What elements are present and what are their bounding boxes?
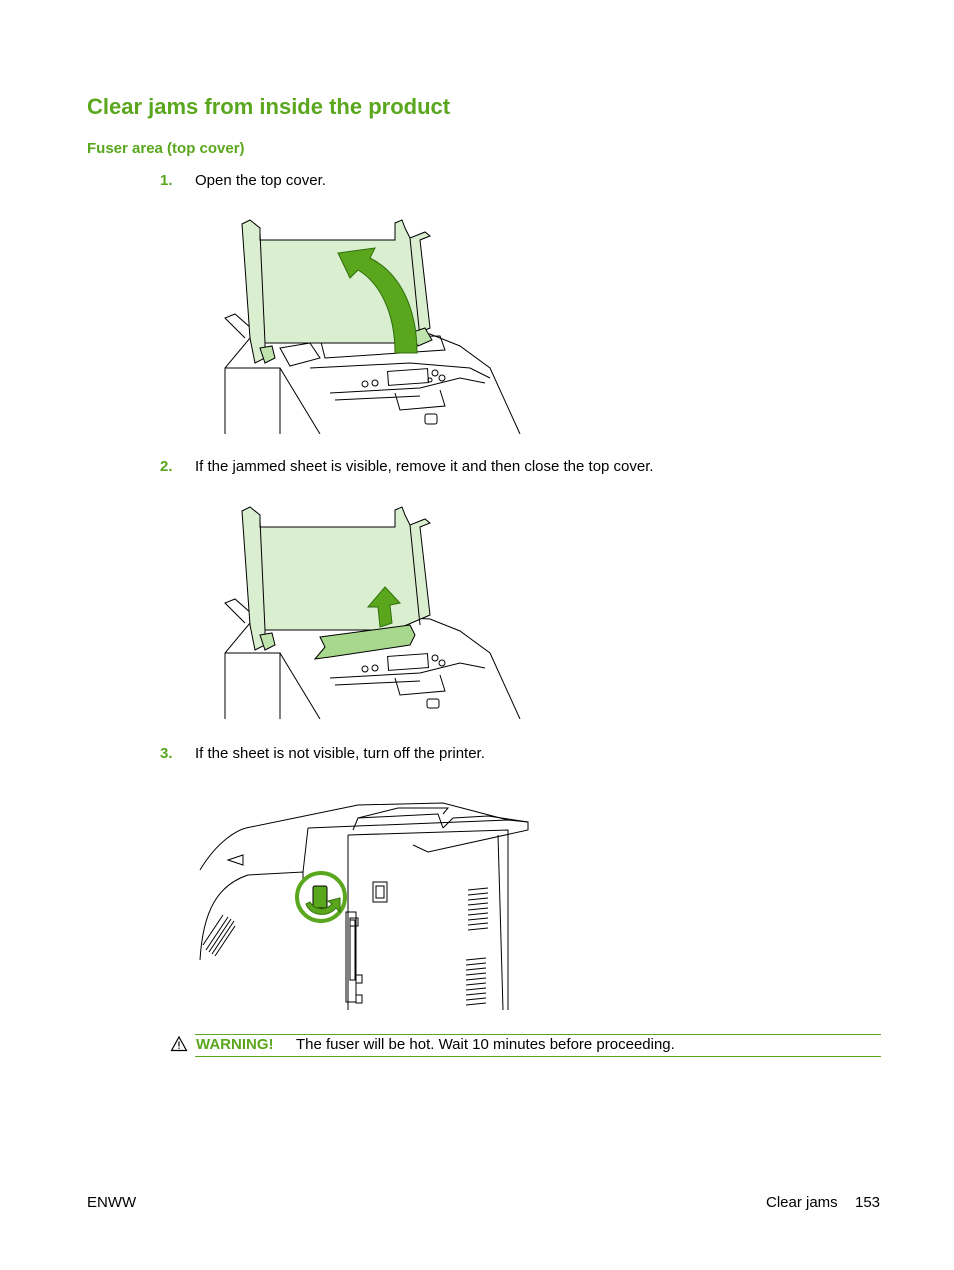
step-text: If the jammed sheet is visible, remove i… — [195, 458, 654, 475]
page-number: 153 — [855, 1194, 881, 1211]
step-number: 2. — [160, 458, 173, 475]
warning-label: WARNING! — [196, 1036, 274, 1053]
power-switch-icon — [312, 885, 328, 909]
step-1: 1. Open the top cover. — [160, 172, 760, 192]
lift-arrow-icon — [337, 247, 418, 354]
step-number: 1. — [160, 172, 173, 189]
jammed-sheet — [313, 624, 416, 660]
up-arrow-icon — [366, 586, 401, 628]
rotate-arrow-icon — [305, 897, 341, 915]
hp-logo-icon — [424, 413, 438, 425]
step-number: 3. — [160, 745, 173, 762]
section-subtitle: Fuser area (top cover) — [87, 140, 245, 157]
step-2: 2. If the jammed sheet is visible, remov… — [160, 458, 760, 478]
step-3: 3. If the sheet is not visible, turn off… — [160, 745, 760, 765]
page-title: Clear jams from inside the product — [87, 94, 451, 119]
hp-logo-icon — [426, 698, 440, 709]
warning-triangle-icon — [170, 1035, 188, 1052]
footer-left: ENWW — [87, 1194, 137, 1211]
step-text: If the sheet is not visible, turn off th… — [195, 745, 485, 762]
remove-jammed-sheet-illustration — [224, 506, 521, 719]
footer-section: Clear jams — [766, 1194, 838, 1211]
warning-box — [195, 1034, 881, 1057]
power-switch-illustration — [199, 802, 529, 1010]
open-top-cover-illustration — [224, 219, 521, 434]
warning-text: The fuser will be hot. Wait 10 minutes b… — [296, 1036, 675, 1053]
step-text: Open the top cover. — [195, 172, 326, 189]
